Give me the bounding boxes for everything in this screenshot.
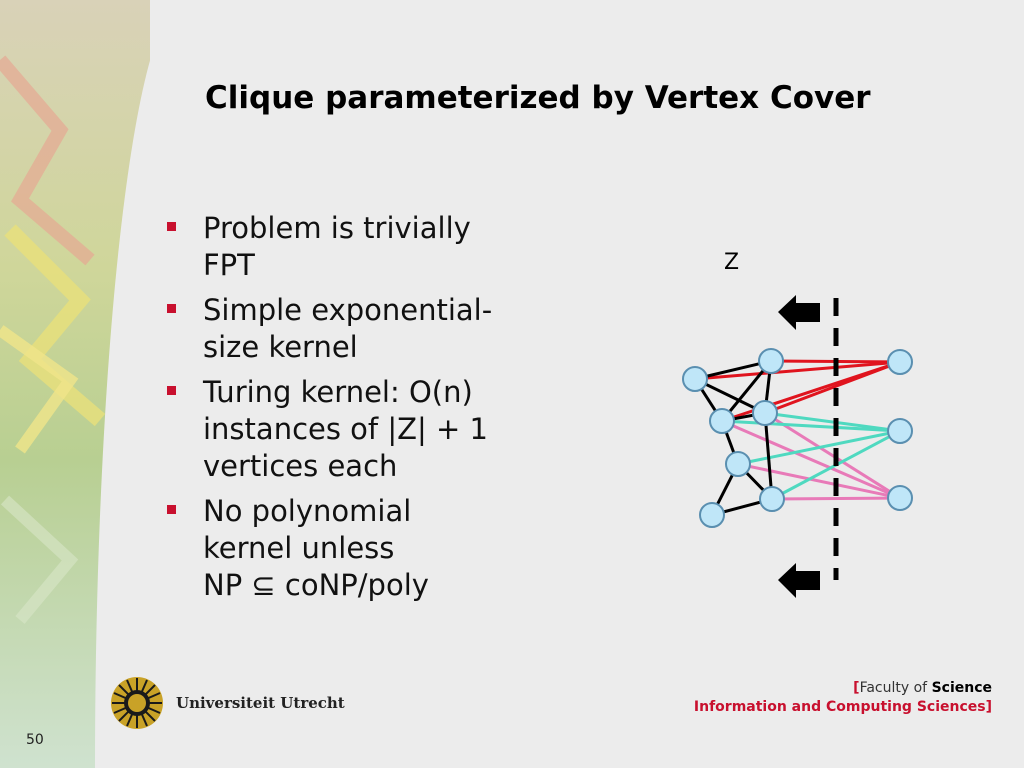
university-name: Universiteit Utrecht bbox=[176, 694, 345, 712]
bullet-marker-icon bbox=[167, 304, 176, 313]
graph-node bbox=[887, 418, 913, 444]
bullet-marker-icon bbox=[167, 505, 176, 514]
graph-edge bbox=[771, 496, 901, 501]
graph-node bbox=[725, 451, 751, 477]
graph-edge bbox=[764, 360, 901, 415]
graph-edge bbox=[694, 360, 901, 381]
bullet-list: Problem is trivially FPT Simple exponent… bbox=[165, 210, 585, 612]
slide-background bbox=[95, 0, 1024, 768]
graph-node bbox=[887, 349, 913, 375]
graph-node bbox=[682, 366, 708, 392]
graph-node bbox=[759, 486, 785, 512]
left-arrow-top-icon bbox=[778, 295, 820, 330]
graph-edge bbox=[721, 419, 901, 433]
graph-edge bbox=[694, 359, 772, 381]
bullet-item: Turing kernel: O(n) instances of |Z| + 1… bbox=[165, 374, 585, 485]
graph-edge bbox=[764, 411, 901, 433]
faculty-science: Science bbox=[931, 680, 992, 696]
graph-edge bbox=[764, 411, 901, 500]
bullet-item: No polynomial kernel unless NP ⊆ coNP/po… bbox=[165, 493, 585, 604]
graph-node bbox=[887, 485, 913, 511]
faculty-prefix: Faculty of bbox=[859, 680, 932, 696]
pink-edges bbox=[721, 411, 901, 501]
graph-edge bbox=[763, 412, 774, 500]
graph-edge bbox=[737, 429, 901, 466]
bracket-open-icon: [ bbox=[853, 680, 860, 696]
faculty-label: [Faculty of Science Information and Comp… bbox=[694, 679, 992, 717]
bullet-marker-icon bbox=[167, 386, 176, 395]
department-name: Information and Computing Sciences bbox=[693, 699, 986, 715]
graph-node bbox=[709, 408, 735, 434]
graph-edge bbox=[721, 419, 901, 500]
graph-edge bbox=[737, 462, 901, 500]
bullet-marker-icon bbox=[167, 222, 176, 231]
left-arrow-bottom-icon bbox=[778, 563, 820, 598]
university-seal-logo bbox=[111, 677, 163, 729]
bullet-item: Simple exponential- size kernel bbox=[165, 292, 585, 366]
slide-title: Clique parameterized by Vertex Cover bbox=[205, 80, 871, 116]
bracket-close-icon: ] bbox=[985, 699, 992, 715]
graph-node bbox=[758, 348, 784, 374]
page-number: 50 bbox=[26, 732, 44, 748]
bullet-item: Problem is trivially FPT bbox=[165, 210, 585, 284]
bipartite-graph-diagram bbox=[682, 295, 913, 598]
graph-node bbox=[699, 502, 725, 528]
z-label: Z bbox=[724, 250, 740, 275]
graph-node bbox=[752, 400, 778, 426]
graph-nodes bbox=[682, 348, 913, 528]
